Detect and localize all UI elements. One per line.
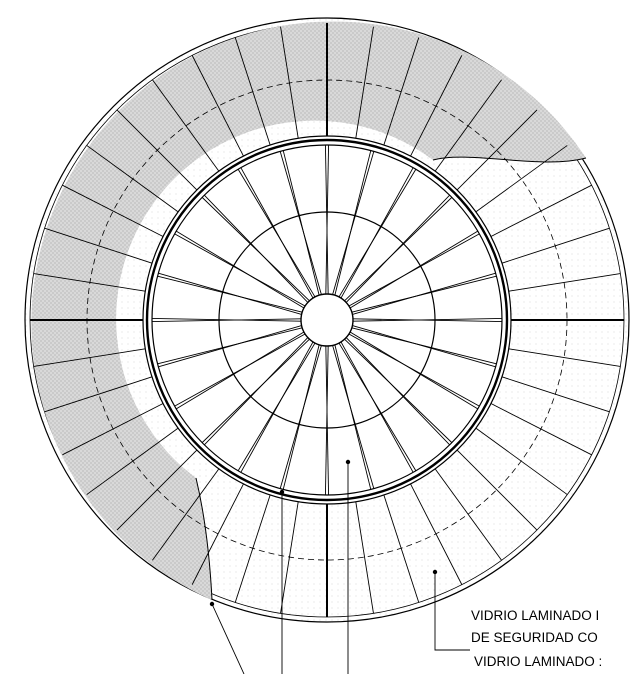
ring-segment-line — [116, 109, 198, 191]
ring-segment-line — [456, 449, 538, 531]
dome-rib-line — [152, 318, 302, 323]
ring-segment-line — [456, 109, 538, 191]
dome-rib-line — [204, 337, 309, 446]
dome-rib-line — [324, 145, 329, 295]
dome-rib-line — [348, 333, 480, 407]
ring-segment-line — [191, 55, 244, 157]
dome-rib-line — [340, 167, 414, 299]
dome-central-oculus — [300, 293, 354, 347]
ring-segment-line — [410, 55, 463, 157]
ring-segment-line — [44, 227, 153, 264]
label-laminated-glass-1: VIDRIO LAMINADO I — [471, 608, 599, 623]
label-safety-glass: DE SEGURIDAD CO — [471, 630, 598, 645]
ring-segment-line — [475, 145, 568, 213]
ring-segment-line — [234, 37, 271, 146]
dome-rib-line — [352, 317, 502, 322]
dome-rib-line — [338, 342, 417, 471]
dome-middle-ring — [218, 211, 436, 429]
ring-segment-line — [434, 79, 502, 172]
label-laminated-glass-2: VIDRIO LAMINADO : — [474, 654, 602, 669]
dome-rib-line — [279, 151, 322, 295]
dome-rib-line — [157, 275, 303, 313]
ring-segment-line — [280, 501, 299, 614]
dome-rib-line — [352, 272, 496, 315]
ring-segment-line — [234, 494, 271, 603]
ring-segment-line — [62, 403, 164, 456]
ring-segment-line — [86, 427, 179, 495]
dome-rib-line — [237, 169, 316, 298]
ring-segment-line — [501, 227, 610, 264]
dome-rib-line — [282, 344, 320, 490]
dome-rib-line — [325, 345, 330, 495]
dome-rib-line — [174, 233, 306, 307]
dome-rib-line — [332, 345, 375, 489]
ring-segment-line — [44, 376, 153, 413]
ring-segment-line — [434, 468, 502, 561]
ring-segment-line — [508, 348, 621, 367]
dome-rib-line — [345, 194, 450, 303]
ring-segment-lines — [30, 23, 624, 617]
dome-rib-line — [349, 230, 478, 309]
shaded-ring-area — [31, 21, 586, 600]
ring-segment-line — [33, 348, 146, 367]
ring-segment-line — [62, 184, 164, 237]
ring-segment-line — [383, 37, 420, 146]
ring-segment-line — [490, 184, 592, 237]
dome-rib-line — [176, 331, 305, 410]
ring-segment-line — [33, 273, 146, 292]
ring-segment-line — [152, 79, 220, 172]
dome-rib-lines — [152, 145, 502, 495]
ring-segment-line — [116, 449, 198, 531]
ring-segment-line — [355, 26, 374, 139]
ring-segment-line — [475, 427, 568, 495]
ring-segment-line — [280, 26, 299, 139]
ring-segment-line — [355, 501, 374, 614]
ring-segment-line — [86, 145, 179, 213]
ring-segment-line — [501, 376, 610, 413]
ring-segment-line — [410, 483, 463, 585]
ring-segment-line — [191, 483, 244, 585]
leader-line-2 — [211, 603, 245, 674]
dome-rib-line — [344, 338, 453, 443]
ring-segment-line — [152, 468, 220, 561]
dome-rib-line — [158, 325, 302, 368]
annotation-leaders — [211, 462, 636, 674]
ring-segment-line — [383, 494, 420, 603]
leader-dots — [209, 459, 438, 607]
dome-rib-line — [240, 341, 314, 473]
ring-segment-line — [490, 403, 592, 456]
ring-segment-line — [508, 273, 621, 292]
dome-rib-line — [201, 197, 310, 302]
dome-rib-line — [351, 327, 497, 365]
dome-rib-line — [334, 150, 372, 296]
